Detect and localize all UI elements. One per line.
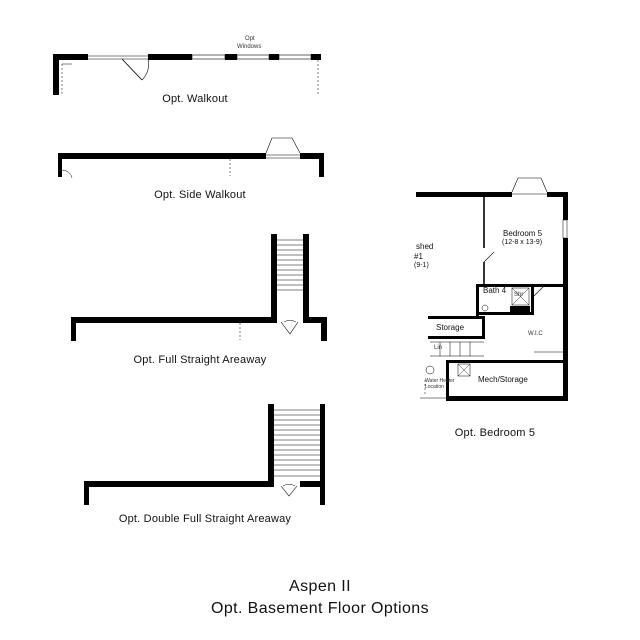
double-areaway-plan [84,404,325,505]
double-areaway-caption: Opt. Double Full Straight Areaway [118,513,292,525]
walkout-plan [53,54,321,95]
bedroom5-label: Bedroom 5 [503,229,543,238]
opt-note: Opt [245,36,255,42]
linen-label: Lin [434,345,443,351]
wic-label: W.I.C [528,331,543,337]
plan-title: Aspen II [289,578,351,595]
side-walkout-plan [58,137,324,179]
bath4-label: Bath 4 [483,286,507,295]
bedroom5-plan [416,177,568,401]
shower-label: Shr [514,292,524,298]
water-heater-label: Water Heater Location [425,378,455,390]
finished-room-fragment: shed [416,242,434,251]
full-areaway-plan [71,234,327,341]
windows-note: Windows [237,44,262,50]
finished-room-dims-fragment: (9-1) [414,262,429,269]
finished-room-number-fragment: #1 [414,252,423,261]
plan-subtitle: Opt. Basement Floor Options [210,600,429,617]
storage-label: Storage [436,323,465,332]
full-areaway-caption: Opt. Full Straight Areaway [133,354,267,366]
side-walkout-caption: Opt. Side Walkout [154,189,246,201]
bedroom5-caption: Opt. Bedroom 5 [454,427,536,439]
bedroom5-dims: (12-8 x 13-9) [502,239,543,246]
mech-storage-label: Mech/Storage [478,375,528,384]
walkout-caption: Opt. Walkout [162,93,228,105]
